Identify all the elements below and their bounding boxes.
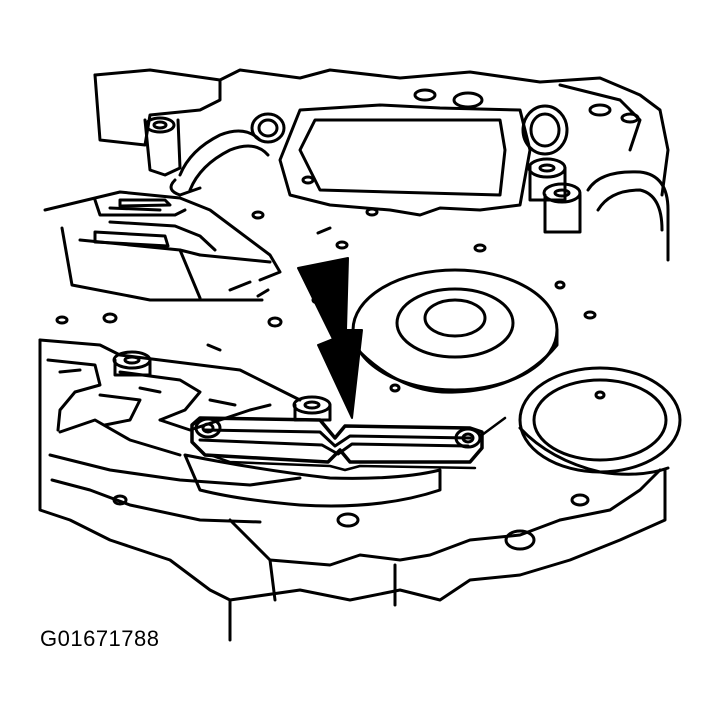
casting-outline <box>38 68 670 602</box>
bracket-part <box>190 416 484 464</box>
callout-arrow <box>297 257 363 419</box>
figure-code: G01671788 <box>40 626 160 651</box>
